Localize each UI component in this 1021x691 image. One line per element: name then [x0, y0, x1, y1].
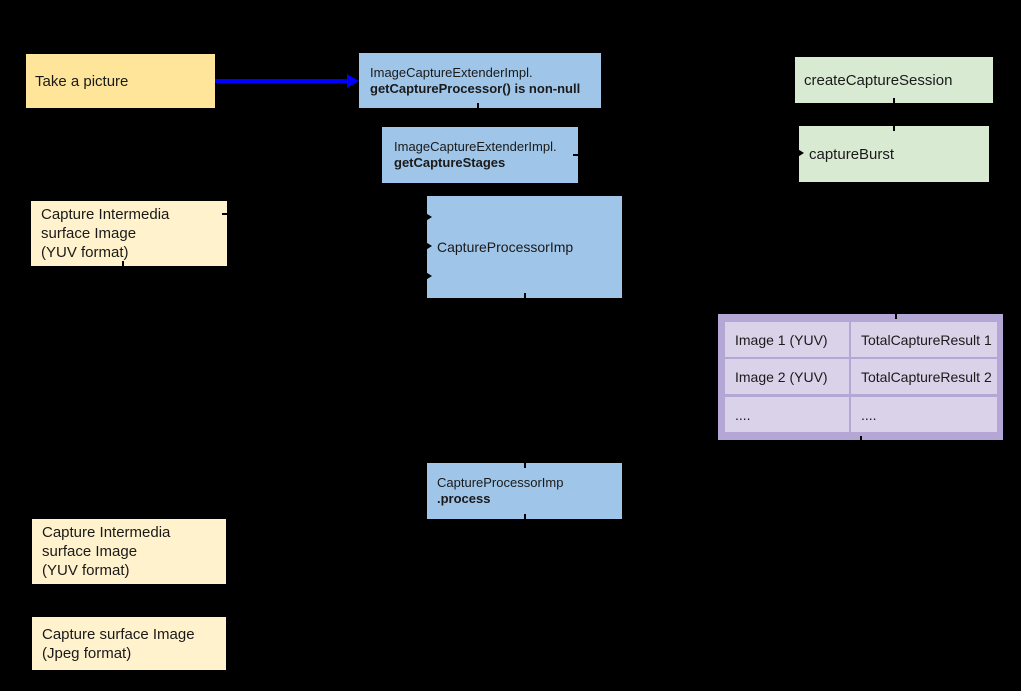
- capture-burst-node: captureBurst: [799, 126, 989, 182]
- create-capture-session-node: createCaptureSession: [795, 57, 993, 103]
- capture-surface-jpeg-line2: (Jpeg format): [42, 644, 132, 662]
- create-capture-session-label: createCaptureSession: [804, 71, 953, 89]
- capture-processor-process-line1: CaptureProcessorImp: [437, 475, 564, 490]
- result-cell-label: TotalCaptureResult 1: [861, 331, 992, 348]
- capture-intermedia-surface-bottom-node: Capture Intermedia surface Image (YUV fo…: [32, 519, 226, 584]
- connector-arrowhead-icon: [796, 148, 804, 158]
- connector-stub: [860, 436, 862, 441]
- arrow-head-icon: [347, 74, 359, 88]
- capture-intermedia-surface-top-node: Capture Intermedia surface Image (YUV fo…: [31, 201, 227, 266]
- get-capture-processor-line2: getCaptureProcessor() is non-null: [370, 80, 581, 96]
- result-cell-label: TotalCaptureResult 2: [861, 368, 992, 385]
- connector-stub: [893, 126, 895, 131]
- get-capture-processor-node: ImageCaptureExtenderImpl. getCaptureProc…: [359, 53, 601, 108]
- take-picture-label: Take a picture: [35, 72, 129, 90]
- arrow-line: [215, 79, 349, 83]
- capture-burst-label: captureBurst: [809, 145, 895, 163]
- result-cell-label: ....: [861, 406, 877, 423]
- connector-stub: [524, 514, 526, 519]
- connector-stub: [524, 293, 526, 298]
- capture-intermedia-top-line3: (YUV format): [41, 244, 129, 261]
- connector-stub: [524, 463, 526, 468]
- capture-processor-imp-node: CaptureProcessorImp: [427, 196, 622, 298]
- capture-surface-jpeg-node: Capture surface Image (Jpeg format): [32, 617, 226, 670]
- get-capture-processor-line1: ImageCaptureExtenderImpl.: [370, 64, 533, 80]
- result-cell: TotalCaptureResult 2: [851, 359, 997, 394]
- get-capture-stages-line2: getCaptureStages: [394, 155, 506, 170]
- connector-stub: [573, 154, 578, 156]
- connector-arrowhead-icon: [424, 212, 432, 222]
- image-cell-label: Image 2 (YUV): [735, 368, 828, 385]
- connector-stub: [477, 103, 479, 108]
- get-capture-stages-line1: ImageCaptureExtenderImpl.: [394, 139, 557, 154]
- connector-stub: [895, 314, 897, 319]
- image-cell: Image 2 (YUV): [725, 359, 849, 394]
- connector-arrowhead-icon: [424, 271, 432, 281]
- capture-intermedia-bottom-line3: (YUV format): [42, 562, 130, 579]
- result-cell: ....: [851, 397, 997, 432]
- connector-stub: [893, 98, 895, 103]
- capture-processor-process-line2: .process: [437, 491, 491, 506]
- image-cell: ....: [725, 397, 849, 432]
- get-capture-stages-node: ImageCaptureExtenderImpl. getCaptureStag…: [382, 127, 578, 183]
- capture-surface-jpeg-line1: Capture surface Image: [42, 625, 195, 643]
- capture-intermedia-top-line1: Capture Intermedia: [41, 206, 170, 223]
- connector-arrowhead-icon: [424, 241, 432, 251]
- capture-processor-imp-label: CaptureProcessorImp: [437, 239, 574, 255]
- capture-intermedia-bottom-line1: Capture Intermedia: [42, 524, 171, 541]
- burst-results-table: Image 1 (YUV) TotalCaptureResult 1 Image…: [718, 314, 1003, 440]
- result-cell: TotalCaptureResult 1: [851, 322, 997, 357]
- connector-stub: [222, 213, 227, 215]
- take-picture-node: Take a picture: [26, 54, 215, 108]
- image-cell-label: Image 1 (YUV): [735, 331, 828, 348]
- capture-intermedia-top-line2: surface Image: [41, 225, 137, 242]
- capture-processor-process-node: CaptureProcessorImp .process: [427, 463, 622, 519]
- capture-intermedia-bottom-line2: surface Image: [42, 543, 138, 560]
- image-cell: Image 1 (YUV): [725, 322, 849, 357]
- image-cell-label: ....: [735, 406, 751, 423]
- connector-stub: [122, 261, 124, 266]
